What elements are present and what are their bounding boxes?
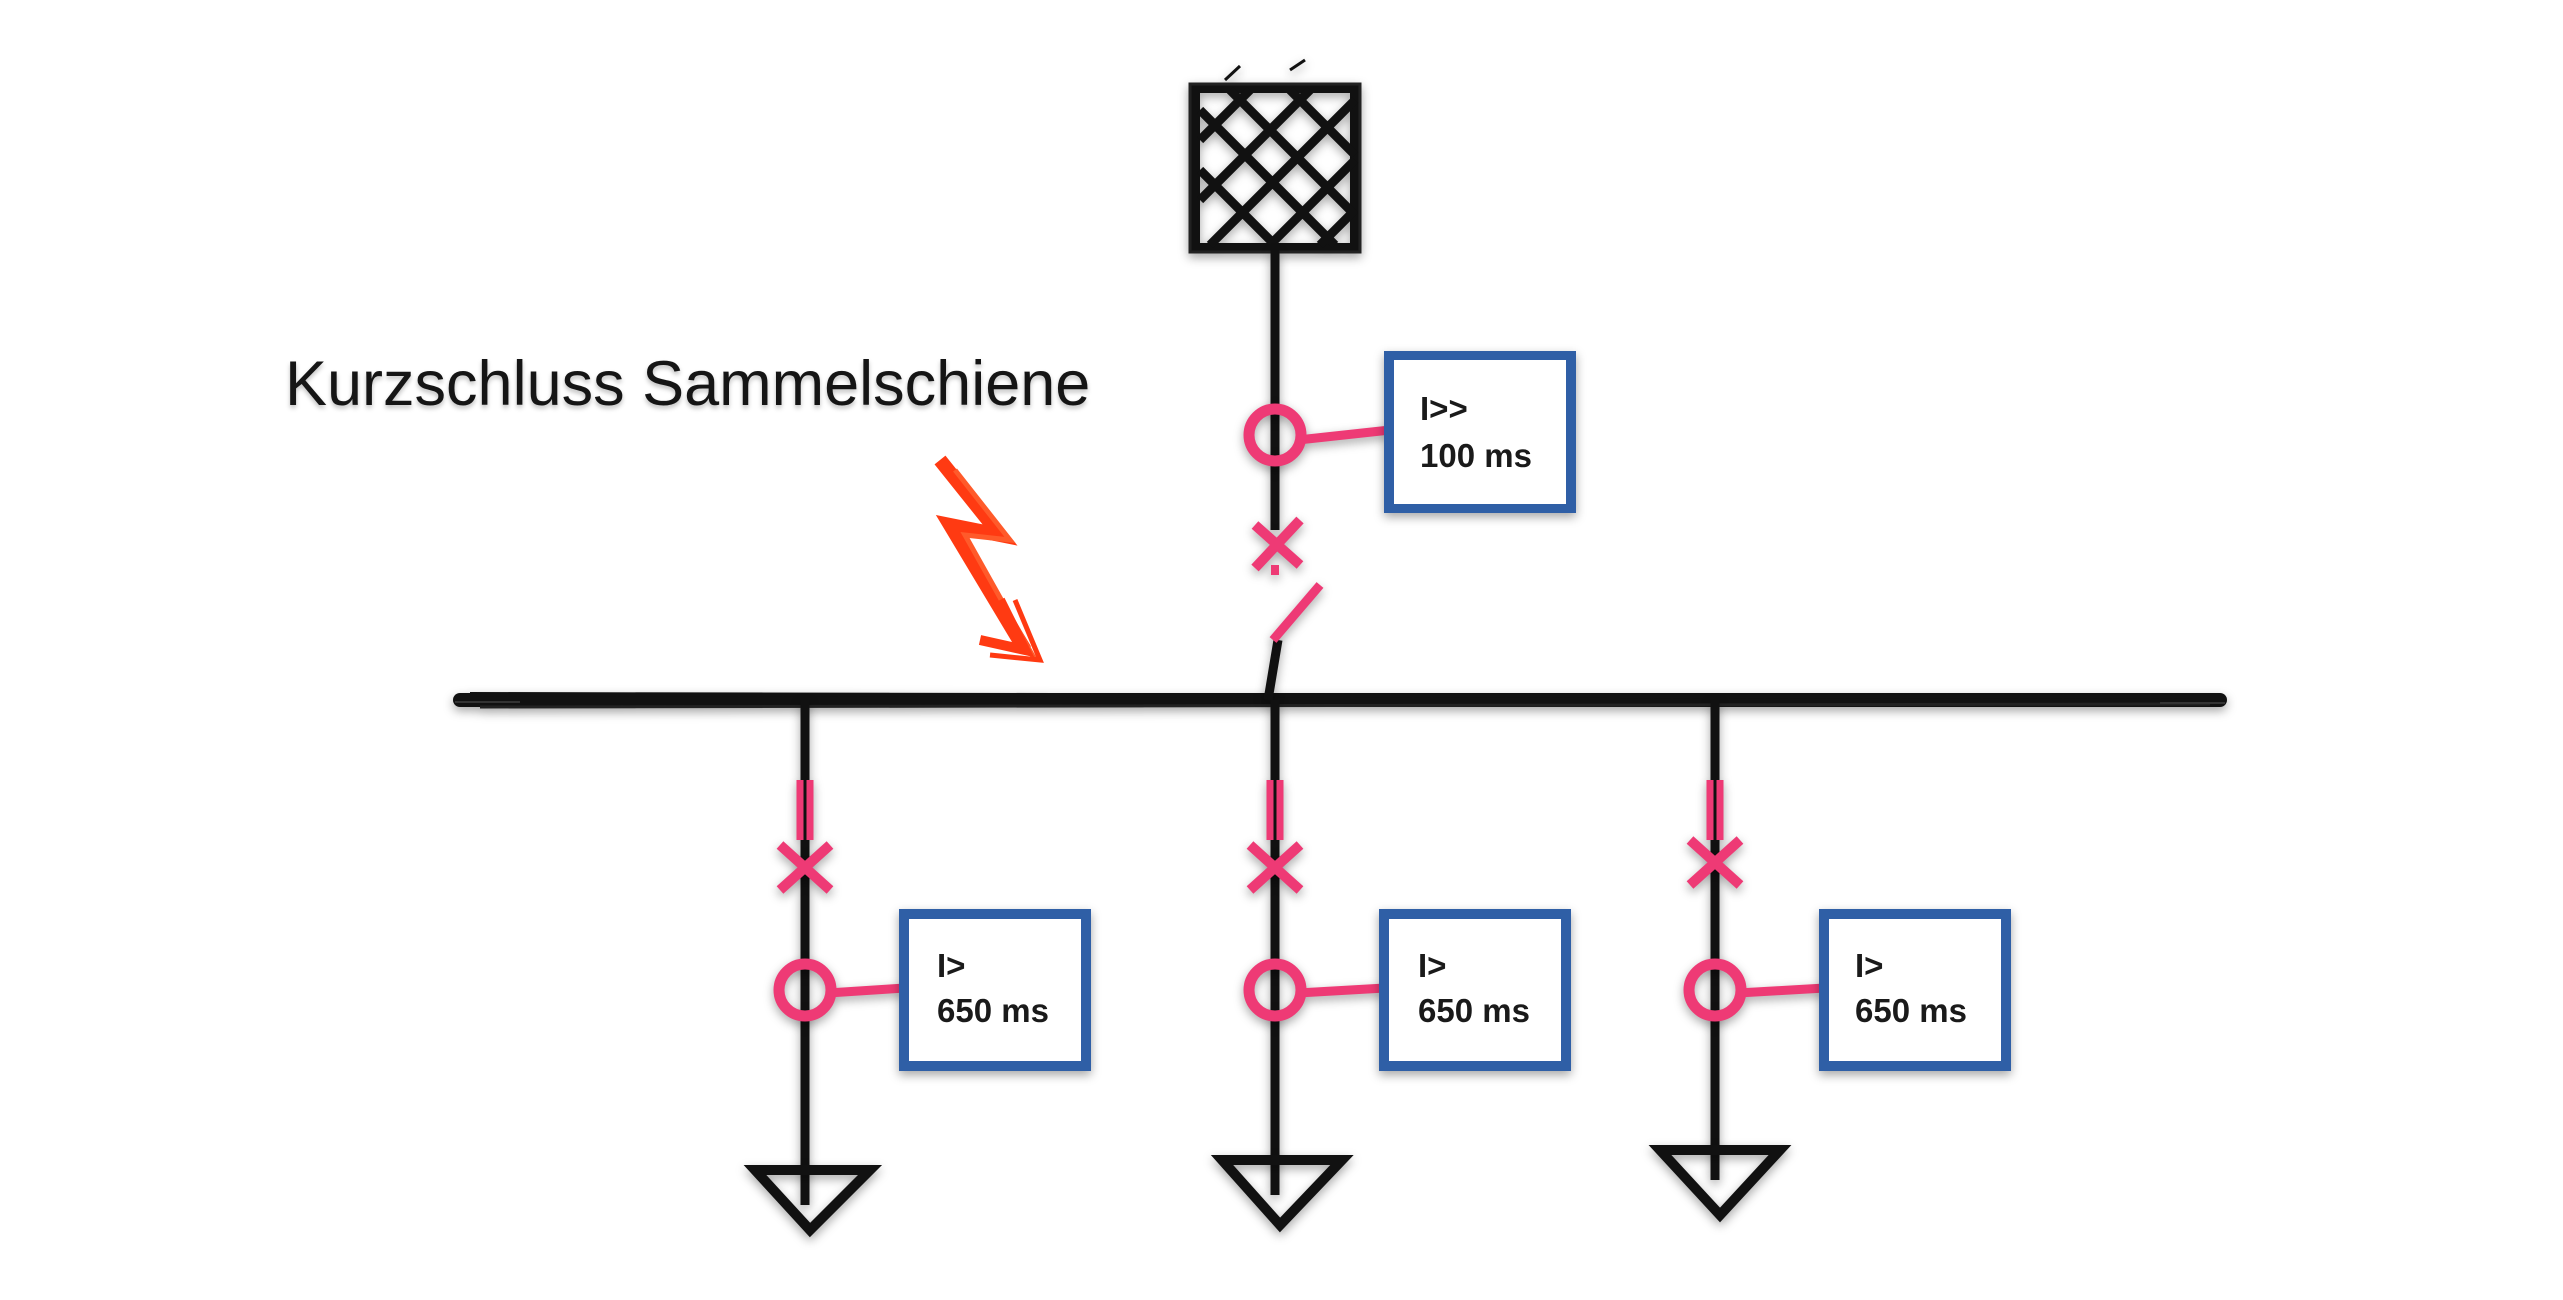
current-transformer-icon <box>1683 958 1826 1022</box>
diagram-title: Kurzschluss Sammelschiene <box>285 349 1091 419</box>
load-triangle-icon <box>1210 1155 1354 1233</box>
feeder-1-relay: I> 650 ms <box>899 909 1091 1071</box>
circuit-breaker-icon <box>1686 836 1744 889</box>
lightning-fault-icon <box>934 455 1044 663</box>
current-transformer-icon <box>1243 403 1391 467</box>
feeder-1-relay-delay: 650 ms <box>937 992 1049 1029</box>
feeder-2-relay-delay: 650 ms <box>1418 992 1530 1029</box>
load-triangle-icon <box>743 1165 883 1238</box>
feeder-1: I> 650 ms <box>743 700 1091 1238</box>
circuit-breaker-icon <box>1246 841 1304 894</box>
incomer-relay-setting: I>> <box>1420 390 1468 427</box>
feeder-3-relay: I> 650 ms <box>1819 909 2011 1071</box>
feeder-3: I> 650 ms <box>1648 700 2011 1223</box>
current-transformer-icon <box>773 958 906 1022</box>
incomer-feeder <box>1263 250 1283 701</box>
feeder-2-relay: I> 650 ms <box>1379 909 1571 1071</box>
grid-source-icon <box>1188 58 1362 254</box>
feeder-2-relay-setting: I> <box>1418 947 1446 984</box>
current-transformer-icon <box>1243 958 1386 1022</box>
load-triangle-icon <box>1648 1145 1792 1223</box>
circuit-breaker-icon <box>1251 516 1324 643</box>
disconnector-icon <box>796 780 814 840</box>
circuit-breaker-icon <box>776 841 834 894</box>
feeder-1-relay-setting: I> <box>937 947 965 984</box>
feeder-2: I> 650 ms <box>1210 700 1571 1233</box>
incomer-relay-delay: 100 ms <box>1420 437 1532 474</box>
feeder-3-relay-setting: I> <box>1855 947 1883 984</box>
busbar <box>453 692 2227 709</box>
feeder-3-relay-delay: 650 ms <box>1855 992 1967 1029</box>
incomer-relay: I>> 100 ms <box>1384 351 1576 513</box>
